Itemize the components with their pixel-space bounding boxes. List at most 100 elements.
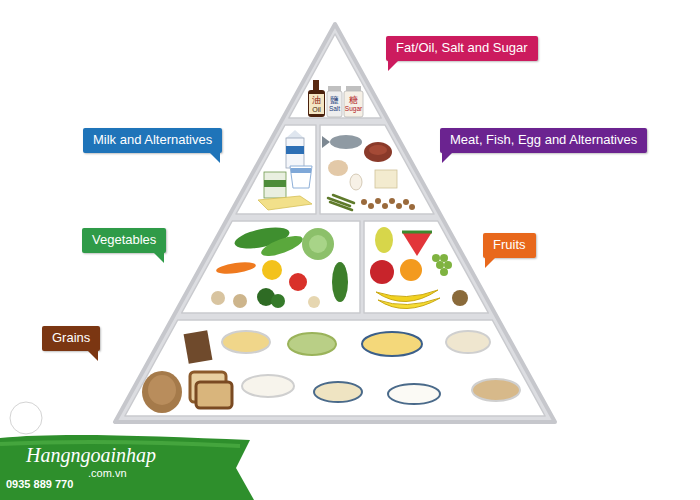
callout-tag: Milk and Alternatives [83,128,222,153]
cabbage [302,228,334,260]
callout-tail [442,152,453,163]
yellow-pepper [262,260,282,280]
banana [376,290,438,302]
callout-tail [388,60,399,71]
bottle-label-area [309,94,324,114]
bottle-label: Oil [309,106,324,113]
watermark-text: 0935 889 770 [6,479,73,490]
porridge-bowl [288,333,336,355]
protein-foods [322,135,415,210]
grape [444,261,452,269]
callout-tail [485,257,496,268]
kiwi [452,290,468,306]
sugar-shaker [344,91,363,117]
pyramid-tier [320,125,434,214]
pyramid-tier [182,221,360,313]
tofu [375,170,397,188]
watermelon-rind [402,231,432,234]
apple [370,260,394,284]
callout-tag: Vegetables [82,228,166,253]
nut [361,199,367,205]
callout-tail [209,152,220,163]
steak [364,142,392,162]
pyramid-tier [236,125,316,214]
bread-roll [142,371,182,413]
grape [440,268,448,276]
bottle-label: 鹽 [327,96,342,105]
cabbage-heart [309,235,327,253]
yogurt-lid [291,168,311,173]
nut [396,203,402,209]
bottle-label: Salt [327,106,342,113]
grain-foods [142,330,520,413]
watermark-text: .com.vn [88,468,127,479]
tag-label: Meat, Fish, Egg and Alternatives [450,132,637,147]
broccoli [271,294,285,308]
oil-bottle [308,90,325,117]
milk-box-band [264,180,286,187]
rice-bowl [314,382,362,402]
nut [375,198,381,204]
rice-bowl [388,384,440,404]
milk-carton [286,138,304,168]
pear [375,227,393,253]
callout-tag: Fat/Oil, Salt and Sugar [386,36,538,61]
bottle-label: Sugar [344,106,363,113]
tag-label: Grains [52,330,90,345]
nut [403,199,409,205]
watermark-text: Hangngoainhap [26,445,156,465]
watermark-brush [0,435,254,500]
pyramid-tier [289,34,381,118]
fish [330,135,362,149]
salt-shaker [327,91,342,117]
watermelon-slice [402,232,432,256]
fish-tail [322,136,330,148]
cucumber [332,262,348,302]
bread-roll-top [148,375,176,405]
grape [432,254,440,262]
carrot [215,260,256,275]
nut [382,203,388,209]
mushroom [233,294,247,308]
watermark-band [0,402,254,500]
bottle-label: 油 [309,96,324,105]
bottle-label: 糖 [344,96,363,105]
nut [409,204,415,210]
nuts [361,198,415,210]
cheese-block [258,196,312,210]
noodle-bowl [446,331,490,353]
vegetable-foods [211,223,348,308]
fruit-foods [370,227,468,309]
tag-label: Fruits [493,237,526,252]
milk-carton-band [286,146,304,154]
tag-label: Fat/Oil, Salt and Sugar [396,40,528,55]
tag-label: Vegetables [92,232,156,247]
nut [389,198,395,204]
banana [378,298,440,309]
callout-tail [153,252,164,263]
cracker-bread [184,330,213,364]
tag-label: Milk and Alternatives [93,132,212,147]
tomato [289,273,307,291]
mushroom [211,291,225,305]
garlic [308,296,320,308]
grain-bowl [472,379,520,401]
orange [400,259,422,281]
callout-tail [87,350,98,361]
milk-box [264,172,286,198]
milk-foods [258,130,312,210]
rice-bowl [242,375,294,397]
callout-tag: Grains [42,326,100,351]
cereal-bowl [222,331,270,353]
milk-carton-top [286,130,304,138]
pyramid-tier [364,221,488,313]
grape [436,261,444,269]
condiment-bottles [308,80,363,117]
pyramid-frame [115,24,555,422]
green-beans [328,195,354,210]
nut [368,203,374,209]
callout-tag: Fruits [483,233,536,258]
chicken [328,160,348,176]
leafy-greens [259,232,305,260]
